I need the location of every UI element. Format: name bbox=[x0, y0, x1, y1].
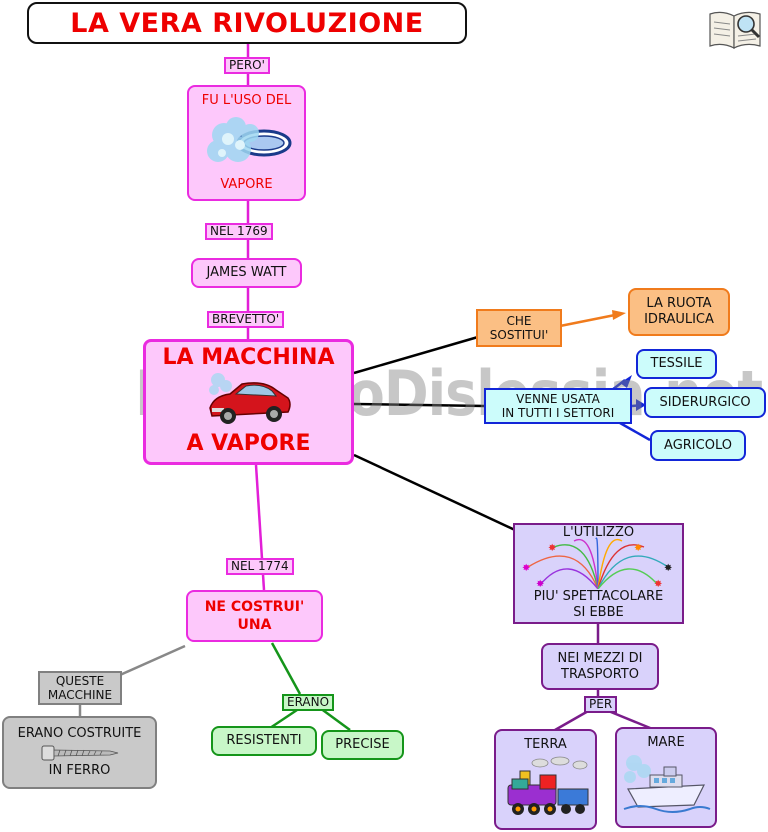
node-water-wheel: LA RUOTA IDRAULICA bbox=[628, 288, 730, 336]
fireworks-icon: ✸✸ ✸✸ ✸✸ bbox=[516, 536, 681, 590]
node-transport-label-2: TRASPORTO bbox=[561, 666, 639, 682]
node-sea-label: MARE bbox=[647, 735, 685, 750]
svg-text:✸: ✸ bbox=[664, 563, 672, 574]
link-label-queste: QUESTE MACCHINE bbox=[38, 671, 122, 705]
link-per-sea bbox=[605, 708, 656, 732]
link-label-che-2: SOSTITUI' bbox=[489, 328, 549, 342]
link-engine-sectors bbox=[353, 402, 486, 408]
node-steam-engine: LA MACCHINA A VAPORE bbox=[143, 339, 354, 465]
link-label-pero: PERO' bbox=[224, 57, 270, 74]
link-engine-replaced bbox=[353, 335, 479, 375]
node-usage: L'UTILIZZO ✸✸ ✸✸ ✸✸ PIU' SPETTACOLARE SI… bbox=[513, 523, 684, 624]
link-per-land bbox=[554, 708, 591, 732]
node-iron-label: ERANO COSTRUITE bbox=[17, 726, 142, 741]
link-erano-sturdy bbox=[269, 706, 301, 730]
page-title-text: LA VERA RIVOLUZIONE bbox=[70, 7, 424, 39]
svg-text:✸: ✸ bbox=[522, 563, 530, 574]
node-water-wheel-label-2: IDRAULICA bbox=[644, 312, 714, 327]
node-steam-engine-label: LA MACCHINA bbox=[162, 345, 335, 370]
link-erano-precise bbox=[319, 706, 351, 732]
link-label-usata-1: VENNE USATA bbox=[516, 392, 600, 406]
book-magnifier-icon bbox=[706, 6, 764, 52]
link-label-per: PER bbox=[584, 696, 618, 713]
node-steel: SIDERURGICO bbox=[644, 387, 766, 418]
link-engine-usage bbox=[353, 453, 516, 532]
node-steam-use-label-2: VAPORE bbox=[220, 177, 273, 192]
link-label-usata-2: IN TUTTI I SETTORI bbox=[501, 406, 615, 420]
link-replaced-wheel bbox=[559, 313, 616, 328]
node-sturdy: RESISTENTI bbox=[211, 726, 317, 756]
svg-text:✸: ✸ bbox=[548, 543, 556, 554]
node-james-watt: JAMES WATT bbox=[191, 258, 302, 288]
node-sea: MARE bbox=[615, 727, 717, 828]
link-built-queste bbox=[119, 644, 186, 677]
svg-text:✸: ✸ bbox=[634, 543, 642, 554]
svg-text:✸: ✸ bbox=[654, 579, 662, 589]
node-iron: ERANO COSTRUITE IN FERRO bbox=[2, 716, 157, 789]
link-label-brevetto: BREVETTO' bbox=[207, 311, 285, 328]
node-steam-use-label: FU L'USO DEL bbox=[201, 93, 292, 108]
link-label-1769: NEL 1769 bbox=[205, 223, 273, 240]
node-usage-label-2: PIU' SPETTACOLARE bbox=[533, 589, 664, 605]
link-label-usata: VENNE USATA IN TUTTI I SETTORI bbox=[484, 388, 632, 424]
node-land: TERRA bbox=[494, 729, 597, 830]
node-built-one-label: NE COSTRUI' bbox=[204, 599, 305, 615]
page-title: LA VERA RIVOLUZIONE bbox=[27, 2, 467, 44]
svg-text:✸: ✸ bbox=[536, 579, 544, 589]
ship-icon bbox=[620, 751, 712, 817]
node-usage-label-3: SI EBBE bbox=[573, 604, 624, 620]
steam-cloud-icon bbox=[202, 113, 292, 173]
node-built-one: NE COSTRUI' UNA bbox=[186, 590, 323, 642]
link-sectors-agri bbox=[619, 421, 651, 442]
node-land-label: TERRA bbox=[524, 737, 567, 752]
link-label-queste-1: QUESTE bbox=[55, 674, 105, 688]
link-label-erano: ERANO bbox=[282, 694, 335, 711]
link-label-1774: NEL 1774 bbox=[226, 558, 294, 575]
toy-train-icon bbox=[500, 755, 592, 821]
node-built-one-label-2: UNA bbox=[237, 617, 272, 633]
node-usage-label: L'UTILIZZO bbox=[562, 525, 635, 540]
node-steam-use: FU L'USO DEL VAPORE bbox=[187, 85, 306, 201]
node-steam-engine-label-2: A VAPORE bbox=[186, 431, 311, 456]
node-iron-label-2: IN FERRO bbox=[48, 763, 111, 778]
link-label-che: CHE SOSTITUI' bbox=[476, 309, 562, 347]
node-transport-label: NEI MEZZI DI bbox=[557, 650, 643, 666]
link-label-queste-2: MACCHINE bbox=[47, 688, 113, 702]
screw-icon bbox=[40, 745, 120, 761]
link-label-che-1: CHE bbox=[506, 314, 532, 328]
node-textile: TESSILE bbox=[636, 349, 717, 379]
node-agri: AGRICOLO bbox=[650, 430, 746, 461]
node-transport: NEI MEZZI DI TRASPORTO bbox=[541, 643, 659, 690]
red-car-icon bbox=[204, 372, 294, 430]
node-water-wheel-label: LA RUOTA bbox=[646, 296, 712, 311]
link-built-erano bbox=[270, 642, 302, 695]
node-precise: PRECISE bbox=[321, 730, 404, 760]
